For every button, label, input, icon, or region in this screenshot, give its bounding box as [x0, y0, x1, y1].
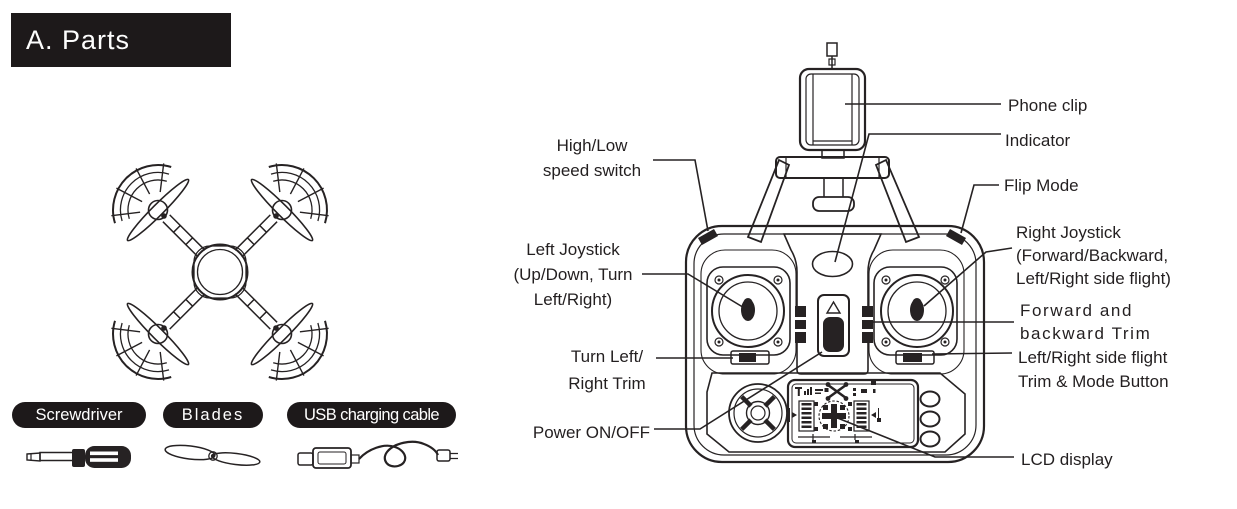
screwdriver-icon	[26, 446, 131, 468]
callout-forward-backward-trim: Forward and backward Trim	[1020, 301, 1152, 343]
flip-mode-switch-part	[946, 229, 966, 245]
blade-icon	[164, 444, 261, 466]
controller-body	[684, 224, 986, 464]
usb-cable-icon	[297, 440, 458, 469]
callout-high-low-speed-switch: High/Low speed switch	[542, 136, 642, 180]
callout-right-joystick: Right Joystick (Forward/Backward, Left/R…	[1016, 223, 1171, 288]
leader-lines	[642, 103, 1014, 458]
indicator-part	[811, 250, 854, 278]
dpad-part	[728, 383, 788, 443]
rotor-rear-left	[110, 298, 194, 382]
blades-label: Blades	[163, 402, 263, 428]
screwdriver-label: Screwdriver	[12, 402, 146, 428]
phone-clip-part	[798, 67, 867, 159]
usb-cable-label: USB charging cable	[287, 402, 456, 428]
speed-switch-part	[698, 229, 718, 245]
rotor-rear-right	[246, 298, 330, 382]
rotor-front-right	[246, 162, 330, 246]
callout-left-joystick: Left Joystick (Up/Down, Turn Left/Right)	[513, 240, 633, 309]
callout-indicator: Indicator	[1005, 131, 1071, 150]
lcd-display-part	[786, 378, 920, 449]
callout-phone-clip: Phone clip	[1008, 96, 1088, 115]
right-joystick-part	[868, 249, 965, 375]
callout-lcd-display: LCD display	[1021, 450, 1113, 469]
antenna-part	[826, 42, 838, 69]
power-switch-part	[817, 294, 850, 357]
center-console-part	[782, 233, 883, 375]
callout-power-on-off: Power ON/OFF	[532, 423, 650, 442]
callout-side-flight-trim: Left/Right side flight Trim & Mode Butto…	[1018, 348, 1169, 391]
handle-bar-part	[746, 156, 921, 244]
callout-turn-left-right-trim: Turn Left/ Right Trim	[568, 347, 646, 393]
controller-illustration	[684, 42, 986, 464]
page-title: A. Parts	[11, 13, 231, 67]
rotor-front-left	[110, 162, 194, 246]
drone-illustration	[110, 162, 330, 382]
callout-flip-mode: Flip Mode	[1004, 176, 1079, 195]
menu-buttons-part	[919, 390, 941, 448]
